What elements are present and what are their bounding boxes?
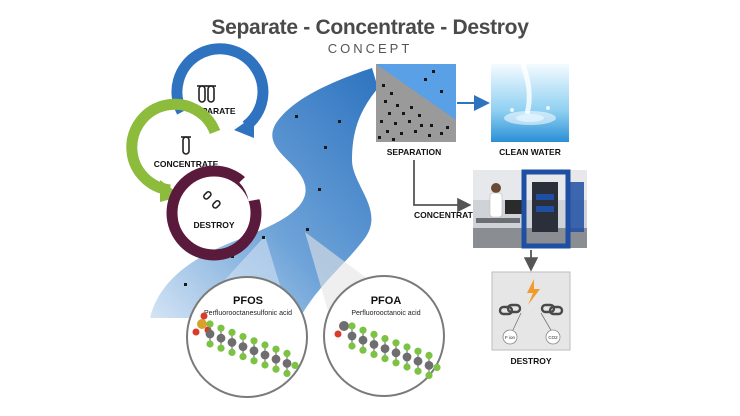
pfos-molecule-model <box>192 312 299 377</box>
destroy-ring <box>166 165 262 261</box>
f-ion-tag: F ion <box>505 335 516 340</box>
fluorine-atom <box>425 371 433 379</box>
pfos-full-name: Perfluorooctanesulfonic acid <box>204 310 292 317</box>
fluorine-atom <box>217 324 225 332</box>
concentrate-label: CONCENTRATE <box>154 159 219 169</box>
head-atom <box>339 321 349 331</box>
fluorine-atom <box>239 353 247 361</box>
lightning-bolt-icon <box>527 279 540 305</box>
carbon-atom <box>205 329 215 339</box>
fluorine-atom <box>217 344 225 352</box>
broken-chain-small-icon <box>202 190 221 209</box>
separate-label: SEPARATE <box>190 106 235 116</box>
fluorine-atom <box>403 363 411 371</box>
carbon-atom <box>402 352 412 362</box>
carbon-atom <box>424 361 434 370</box>
separation-particles <box>378 70 449 141</box>
broken-chain-icon <box>498 303 564 316</box>
fluorine-atom <box>348 322 356 330</box>
head-atom <box>197 319 207 329</box>
fluorine-atom <box>250 357 258 365</box>
concentrate-equipment-photo <box>473 169 587 249</box>
fluorine-atom <box>392 359 400 367</box>
fluorine-atom <box>272 345 280 353</box>
fluorine-atom <box>359 326 367 334</box>
destroy-cycle-label: DESTROY <box>193 220 234 230</box>
fluorine-atom <box>414 367 422 375</box>
fluorine-atom <box>381 335 389 343</box>
carbon-atom <box>391 348 401 358</box>
fluorine-atom <box>228 328 236 336</box>
oxygen-atom <box>334 330 342 338</box>
oxygen-atom <box>192 328 200 336</box>
pfoa-name: PFOA <box>371 295 402 307</box>
fluorine-atom <box>206 340 214 348</box>
clean-water-label: CLEAN WATER <box>499 147 561 157</box>
arrow-to-concentrate <box>413 160 472 213</box>
pfos-name: PFOS <box>233 295 263 307</box>
oxygen-atom <box>200 312 208 320</box>
separation-box <box>376 64 456 142</box>
carbon-atom <box>380 344 390 353</box>
fluorine-atom <box>239 333 247 341</box>
clean-water-image <box>491 63 569 142</box>
fluorine-atom <box>403 343 411 351</box>
fluorine-atom <box>433 363 441 371</box>
fluorine-atom <box>392 339 400 347</box>
page-title: Separate - Concentrate - Destroy <box>211 16 529 39</box>
fluorine-atom <box>250 337 258 345</box>
pfoa-molecule-panel: PFOA Perfluorooctanoic acid <box>323 275 445 397</box>
fluorine-atom <box>272 365 280 373</box>
destroy-process-label: DESTROY <box>510 356 551 366</box>
separate-arrowhead <box>234 116 254 138</box>
fluorine-atom <box>381 355 389 363</box>
page-subtitle: CONCEPT <box>327 41 413 56</box>
carbon-atom <box>238 342 248 351</box>
carbon-atom <box>216 333 226 343</box>
fluorine-atom <box>261 341 269 349</box>
carbon-atom <box>271 354 281 364</box>
fluorine-atom <box>348 342 356 350</box>
carbon-atom <box>282 359 292 368</box>
destroy-box: F ion CO2 <box>491 271 571 351</box>
pfos-molecule-panel: PFOS Perfluorooctanesulfonic acid <box>186 276 308 398</box>
pfoa-molecule-model <box>334 321 441 379</box>
fluorine-atom <box>359 346 367 354</box>
separation-label: SEPARATION <box>387 147 441 157</box>
fluorine-atom <box>206 320 214 328</box>
carbon-atom <box>369 340 379 349</box>
carbon-atom <box>413 356 423 366</box>
carbon-atom <box>347 331 357 341</box>
fluorine-atom <box>425 351 433 359</box>
carbon-atom <box>227 338 237 347</box>
concentrate-process-label: CONCENTRATE <box>414 210 479 220</box>
separate-arc <box>171 43 269 131</box>
carbon-atom <box>358 335 368 345</box>
test-tubes-icon <box>197 85 216 103</box>
fluorine-atom <box>261 361 269 369</box>
carbon-atom <box>249 346 259 356</box>
fluorine-atom <box>291 361 299 369</box>
pfoa-full-name: Perfluorooctanoic acid <box>351 310 420 317</box>
fluorine-atom <box>414 347 422 355</box>
fluorine-atom <box>283 369 291 377</box>
co2-tag: CO2 <box>548 335 558 340</box>
test-tube-icon <box>181 136 191 155</box>
fluorine-atom <box>370 330 378 338</box>
destroy-ring-gap <box>239 173 262 202</box>
fluorine-atom <box>228 348 236 356</box>
concentrate-arc <box>126 98 221 196</box>
fluorine-atom <box>370 350 378 358</box>
fluorine-atom <box>283 349 291 357</box>
carbon-atom <box>260 350 270 360</box>
